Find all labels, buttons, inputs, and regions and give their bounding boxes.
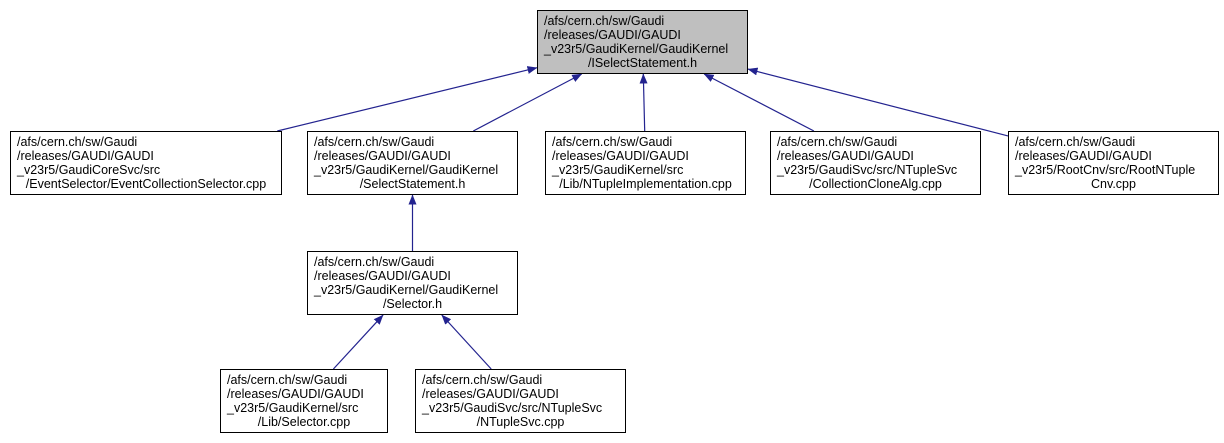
node-label-line: /afs/cern.ch/sw/Gaudi [314, 255, 435, 269]
node-label-line: /Lib/NTupleImplementation.cpp [559, 177, 732, 191]
node-label-line: /afs/cern.ch/sw/Gaudi [17, 135, 138, 149]
include-edge [332, 314, 384, 370]
node-label-line: /releases/GAUDI/GAUDI [314, 149, 451, 163]
include-edge [747, 67, 1009, 137]
node-label-line: /afs/cern.ch/sw/Gaudi [422, 373, 543, 387]
graph-node-rootntuplecnv-cpp[interactable]: /afs/cern.ch/sw/Gaudi /releases/GAUDI/GA… [1008, 131, 1219, 195]
include-edge [441, 314, 492, 370]
node-label-line: _v23r5/GaudiKernel/GaudiKernel [544, 42, 729, 56]
node-label-line: _v23r5/GaudiKernel/GaudiKernel [314, 283, 499, 297]
graph-node-selector-h[interactable]: /afs/cern.ch/sw/Gaudi /releases/GAUDI/GA… [307, 251, 518, 315]
node-label-line: /CollectionCloneAlg.cpp [809, 177, 942, 191]
node-label-line: Cnv.cpp [1091, 177, 1136, 191]
node-label-line: /SelectStatement.h [359, 177, 466, 191]
node-label-line: /releases/GAUDI/GAUDI [552, 149, 689, 163]
node-label-line: /releases/GAUDI/GAUDI [314, 269, 451, 283]
node-label-line: _v23r5/GaudiSvc/src/NTupleSvc [422, 401, 603, 415]
node-label-line: _v23r5/GaudiSvc/src/NTupleSvc [777, 163, 958, 177]
node-label-line: /releases/GAUDI/GAUDI [1015, 149, 1152, 163]
include-edge [277, 66, 538, 132]
node-label-line: /afs/cern.ch/sw/Gaudi [777, 135, 898, 149]
graph-node-collectionclonealg-cpp[interactable]: /afs/cern.ch/sw/Gaudi /releases/GAUDI/GA… [770, 131, 981, 195]
include-edge [639, 73, 648, 132]
graph-node-iselectstatement-h[interactable]: /afs/cern.ch/sw/Gaudi /releases/GAUDI/GA… [537, 10, 748, 74]
node-label-line: /afs/cern.ch/sw/Gaudi [544, 14, 665, 28]
graph-node-eventcollectionselector-cpp[interactable]: /afs/cern.ch/sw/Gaudi /releases/GAUDI/GA… [10, 131, 282, 195]
node-label-line: /afs/cern.ch/sw/Gaudi [552, 135, 673, 149]
node-label-line: _v23r5/GaudiKernel/GaudiKernel [314, 163, 499, 177]
node-label-line: /releases/GAUDI/GAUDI [17, 149, 154, 163]
node-label-line: /afs/cern.ch/sw/Gaudi [227, 373, 348, 387]
node-label-line: /releases/GAUDI/GAUDI [544, 28, 681, 42]
graph-node-ntuplesvc-cpp[interactable]: /afs/cern.ch/sw/Gaudi /releases/GAUDI/GA… [415, 369, 626, 433]
node-label-line: _v23r5/GaudiKernel/src [552, 163, 684, 177]
graph-node-selectstatement-h[interactable]: /afs/cern.ch/sw/Gaudi /releases/GAUDI/GA… [307, 131, 518, 195]
node-label-line: /afs/cern.ch/sw/Gaudi [1015, 135, 1136, 149]
node-label-line: /afs/cern.ch/sw/Gaudi [314, 135, 435, 149]
node-label-line: /Selector.h [382, 297, 443, 311]
node-label-line: /Lib/Selector.cpp [257, 415, 351, 429]
node-label-line: /releases/GAUDI/GAUDI [777, 149, 914, 163]
node-label-line: _v23r5/RootCnv/src/RootNTuple [1015, 163, 1196, 177]
include-edge [703, 73, 815, 132]
graph-node-selector-cpp[interactable]: /afs/cern.ch/sw/Gaudi /releases/GAUDI/GA… [220, 369, 388, 433]
node-label-line: _v23r5/GaudiKernel/src [227, 401, 359, 415]
node-label-line: /EventSelector/EventCollectionSelector.c… [25, 177, 267, 191]
node-label-line: /releases/GAUDI/GAUDI [227, 387, 364, 401]
graph-node-ntupleimplementation-cpp[interactable]: /afs/cern.ch/sw/Gaudi /releases/GAUDI/GA… [545, 131, 746, 195]
node-label-line: /NTupleSvc.cpp [476, 415, 565, 429]
node-label-line: /ISelectStatement.h [587, 56, 698, 70]
node-label-line: _v23r5/GaudiCoreSvc/src [17, 163, 161, 177]
node-label-line: /releases/GAUDI/GAUDI [422, 387, 559, 401]
include-edge [473, 73, 583, 132]
